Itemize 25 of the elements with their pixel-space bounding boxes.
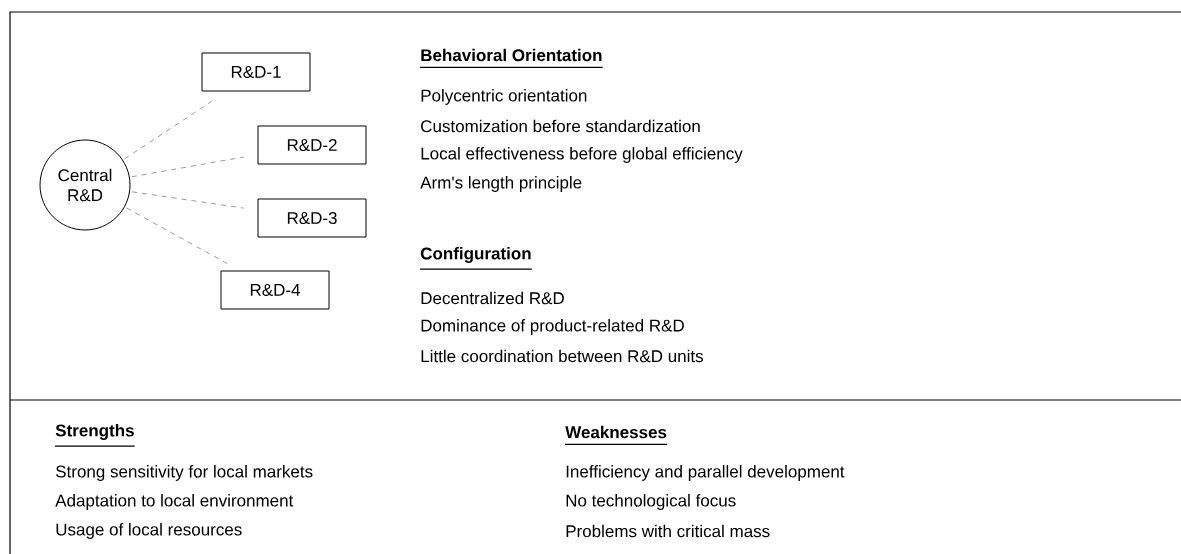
list-item: Polycentric orientation — [421, 89, 587, 105]
list-item: Customization before standardization — [421, 119, 700, 133]
section-heading: Weaknesses — [565, 425, 667, 439]
unit-box: R&D-3 — [257, 198, 367, 238]
circle-node: Central R&D — [39, 139, 131, 231]
list-item: Decentralized R&D — [421, 291, 564, 305]
list-item: Usage of local resources — [56, 523, 242, 539]
unit-box: R&D-2 — [257, 125, 367, 165]
connector-line — [131, 156, 245, 178]
list-item: Strong sensitivity for local markets — [56, 465, 313, 481]
list-item: Problems with critical mass — [566, 524, 770, 538]
list-item: Local effectiveness before global efficiency — [421, 147, 743, 163]
list-item: Little coordination between R&D units — [421, 349, 704, 363]
unit-box: R&D-1 — [201, 52, 311, 92]
list-item: Arm's length principle — [420, 176, 582, 192]
list-item: Inefficiency and parallel development — [566, 465, 845, 481]
section-heading: Configuration — [420, 247, 531, 263]
section-heading: Strengths — [55, 424, 134, 440]
unit-box: R&D-4 — [220, 270, 330, 310]
list-item: No technological focus — [566, 494, 736, 510]
connector-line — [126, 207, 228, 265]
connector-line — [131, 191, 245, 209]
list-item: Adaptation to local environment — [55, 494, 294, 510]
list-item: Dominance of product-related R&D — [421, 319, 684, 335]
section-heading: Behavioral Orientation — [421, 48, 602, 62]
